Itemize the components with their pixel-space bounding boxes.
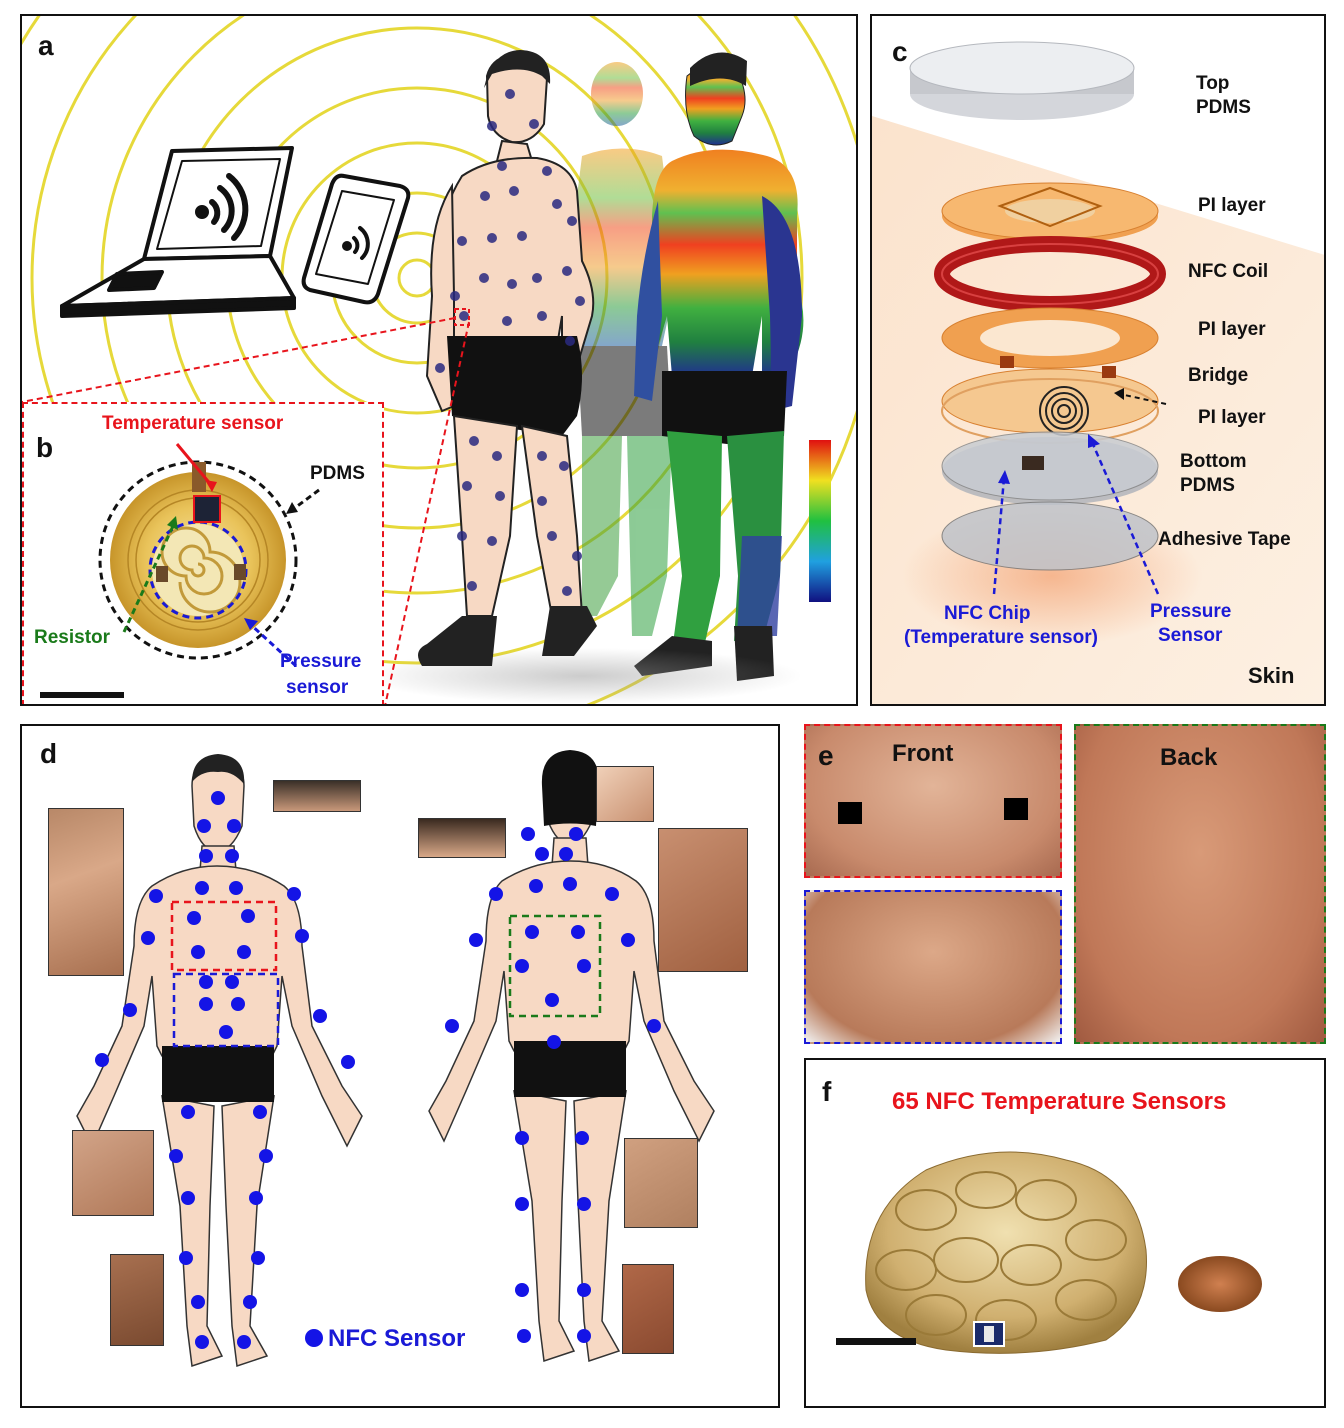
sensor-dots-figure-a <box>435 89 585 596</box>
layer-stack-diagram <box>872 41 1324 704</box>
back-body-figure <box>428 753 715 1363</box>
photo-inset-thigh-front <box>72 1130 154 1216</box>
resistor-label: Resistor <box>34 627 111 648</box>
nfc-chip-label-2: (Temperature sensor) <box>904 627 1098 648</box>
front-label: Front <box>892 740 954 767</box>
pi-layer-2-label: PI layer <box>1198 319 1266 340</box>
photo-inset-forehead <box>273 780 361 812</box>
scale-bar <box>40 692 124 698</box>
bridge-and-pi-layer-3 <box>941 356 1159 444</box>
back-label: Back <box>1160 744 1218 771</box>
panel-e-front-abdomen <box>804 890 1062 1044</box>
panel-b-letter: b <box>36 432 54 463</box>
pressure-sensor-c-label-2: Sensor <box>1158 625 1223 646</box>
panel-e-letter: e <box>818 740 834 771</box>
penny-coin <box>1178 1256 1262 1312</box>
panel-b-inset: b Temperature sensor PDMS Resistor Press… <box>22 402 384 704</box>
top-pdms-label-2: PDMS <box>1196 97 1251 118</box>
panel-a-illustration <box>22 16 856 704</box>
sensor-photo <box>40 443 320 698</box>
panel-d: d NFC Sensor <box>20 724 780 1408</box>
nfc-coil-layer <box>934 236 1166 312</box>
top-pdms-layer <box>909 41 1135 120</box>
thermal-figure <box>634 52 804 681</box>
panel-c-letter: c <box>892 36 908 67</box>
panel-a: a <box>20 14 858 706</box>
panel-f-title: 65 NFC Temperature Sensors <box>892 1088 1227 1115</box>
bottom-pdms-layer <box>941 431 1159 505</box>
nfc-chip-label-1: NFC Chip <box>944 603 1031 624</box>
panel-f-letter: f <box>822 1076 832 1107</box>
photo-inset-shin-front <box>110 1254 164 1346</box>
sensor-dots-back <box>445 827 661 1343</box>
back-shorts <box>514 1041 626 1097</box>
pi-layer-1 <box>941 182 1159 244</box>
pressure-sensor-label-2: sensor <box>286 677 349 698</box>
nfc-coil-label: NFC Coil <box>1188 261 1269 282</box>
adhesive-tape-layer <box>941 501 1159 571</box>
bottom-pdms-label-1: Bottom <box>1180 451 1247 472</box>
legend-dot <box>305 1329 323 1347</box>
phone-wifi-icon <box>342 226 370 260</box>
top-pdms-label-1: Top <box>1196 73 1230 94</box>
wifi-icon <box>195 173 249 241</box>
pi-layer-2 <box>941 307 1159 369</box>
panel-e-back <box>1074 724 1326 1044</box>
panel-c: c Top PDMS PI layer NFC Coil PI layer Br… <box>870 14 1326 706</box>
photo-inset-thigh-back <box>624 1138 698 1228</box>
photo-inset-forearm-front <box>48 808 124 976</box>
human-figure-with-sensors <box>418 50 597 666</box>
pi-layer-1-label: PI layer <box>1198 195 1266 216</box>
sensor-pile-photo <box>836 1151 1262 1354</box>
pdms-label: PDMS <box>310 463 365 484</box>
panel-e-front-chest <box>804 724 1062 878</box>
scale-bar-f <box>836 1338 916 1345</box>
thermal-figure-blurred <box>567 62 677 636</box>
panel-d-letter: d <box>40 738 58 769</box>
zoom-source-box <box>454 308 470 326</box>
temperature-colorbar <box>809 440 831 602</box>
adhesive-tape-label: Adhesive Tape <box>1158 529 1291 550</box>
photo-inset-ear <box>596 766 654 822</box>
pressure-sensor-label-1: Pressure <box>280 651 362 672</box>
panel-f: f 65 NFC Temperature Sensors <box>804 1058 1326 1408</box>
panel-a-letter: a <box>38 30 54 61</box>
pressure-sensor-c-label-1: Pressure <box>1150 601 1232 622</box>
sensor-dots-front <box>95 791 355 1349</box>
photo-inset-calf-back <box>622 1264 674 1354</box>
bridge-label: Bridge <box>1188 365 1249 386</box>
pi-layer-3-label: PI layer <box>1198 407 1266 428</box>
photo-inset-neck-back <box>418 818 506 858</box>
body-sensor-map <box>76 750 715 1368</box>
bottom-pdms-label-2: PDMS <box>1180 475 1235 496</box>
laptop-icon <box>60 146 296 318</box>
nfc-sensor-legend: NFC Sensor <box>328 1325 466 1352</box>
front-shorts <box>162 1046 274 1102</box>
temperature-sensor-label: Temperature sensor <box>102 413 284 434</box>
skin-label: Skin <box>1248 663 1295 688</box>
photo-inset-arm-back <box>658 828 748 972</box>
